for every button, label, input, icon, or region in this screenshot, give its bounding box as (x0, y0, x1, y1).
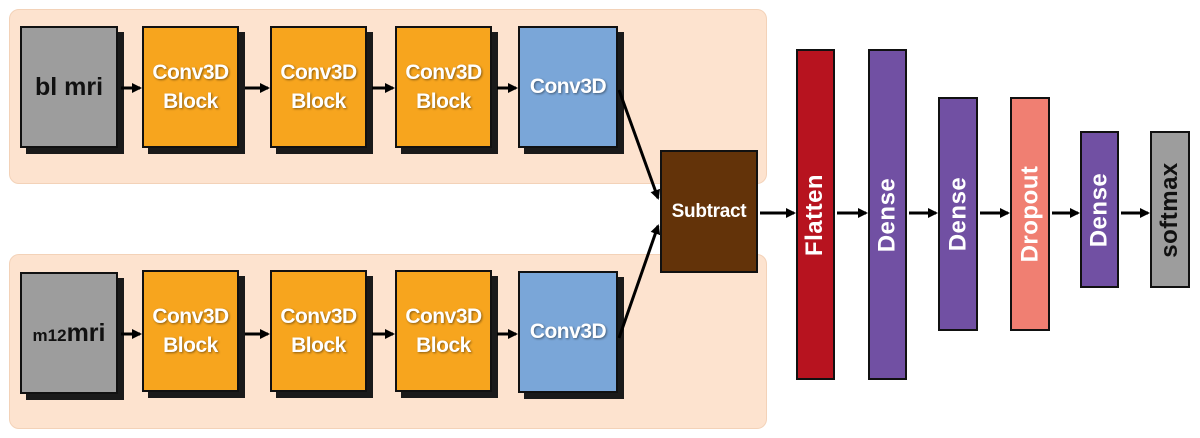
subtract-label: Subtract (671, 200, 747, 222)
softmax-layer: softmax (1150, 131, 1190, 288)
mri-word: mri (66, 318, 106, 347)
block-label-line2: Block (291, 334, 346, 357)
top-conv3d-block-3: Conv3D Block (395, 26, 492, 148)
m12-prefix: m12 (32, 325, 67, 345)
bottom-branch-panel (9, 254, 767, 429)
block-label-line2: Block (163, 334, 218, 357)
arrow (617, 89, 660, 200)
top-conv3d: Conv3D (518, 26, 618, 148)
bottom-conv3d: Conv3D (518, 271, 618, 393)
block-label-line2: Block (416, 334, 471, 357)
bl-mri-label: bl mri (34, 72, 104, 101)
block-label-line1: Conv3D (152, 61, 229, 84)
top-conv3d-block-2: Conv3D Block (270, 26, 367, 148)
block-label-line2: Block (416, 90, 471, 113)
m12-mri-input: m12mri (20, 272, 118, 394)
dense-layer-1: Dense (868, 49, 907, 380)
block-label-line1: Conv3D (280, 305, 357, 328)
block-label-line2: Block (163, 90, 218, 113)
conv3d-label: Conv3D (529, 320, 607, 343)
block-label-line1: Conv3D (152, 305, 229, 328)
block-label-line1: Conv3D (405, 305, 482, 328)
block-label-line1: Conv3D (405, 61, 482, 84)
block-label-line2: Block (291, 90, 346, 113)
bl-mri-input: bl mri (20, 26, 118, 148)
dropout-layer: Dropout (1010, 97, 1050, 331)
top-conv3d-block-1: Conv3D Block (142, 26, 239, 148)
top-branch-panel (9, 9, 767, 184)
dense-layer-2: Dense (938, 97, 978, 331)
dense-layer-3: Dense (1080, 131, 1119, 288)
subtract-node: Subtract (660, 150, 758, 273)
conv3d-label: Conv3D (529, 75, 607, 98)
bottom-conv3d-block-3: Conv3D Block (395, 270, 492, 392)
block-label-line1: Conv3D (280, 61, 357, 84)
bottom-conv3d-block-2: Conv3D Block (270, 270, 367, 392)
arrow (617, 224, 661, 339)
bottom-conv3d-block-1: Conv3D Block (142, 270, 239, 392)
flatten-layer: Flatten (796, 49, 835, 380)
